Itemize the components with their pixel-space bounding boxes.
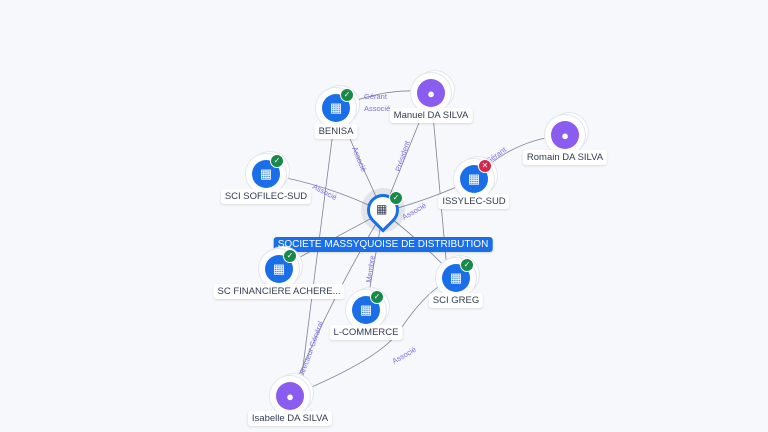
- edge-label: Président: [393, 139, 412, 173]
- node-label[interactable]: L-COMMERCE: [329, 325, 403, 340]
- node-label[interactable]: SCI GREG: [428, 293, 484, 308]
- node-greg[interactable]: ▦✓: [436, 258, 476, 298]
- node-label[interactable]: Isabelle DA SILVA: [247, 411, 333, 426]
- edge-label: Associé: [364, 104, 390, 113]
- check-icon: ✓: [340, 88, 354, 102]
- check-icon: ✓: [283, 249, 297, 263]
- building-icon: ▦: [376, 202, 388, 216]
- node-benisa[interactable]: ▦✓: [316, 88, 356, 128]
- node-sofilec[interactable]: ▦✓: [246, 154, 286, 194]
- central-node[interactable]: ▦ ✓: [360, 187, 406, 233]
- person-icon: ●: [276, 382, 304, 410]
- check-icon: ✓: [389, 191, 403, 205]
- person-icon: ●: [551, 121, 579, 149]
- central-node-label[interactable]: SOCIETE MASSYQUOISE DE DISTRIBUTION: [273, 237, 493, 252]
- node-label[interactable]: ISSYLEC-SUD: [438, 194, 510, 209]
- node-label[interactable]: Romain DA SILVA: [522, 150, 608, 165]
- edge-label: Gérant: [364, 92, 388, 101]
- node-romain[interactable]: ●: [545, 115, 585, 155]
- node-label[interactable]: BENISA: [314, 124, 358, 139]
- node-isabelle[interactable]: ●: [270, 376, 310, 416]
- edge-label: Associé: [391, 345, 418, 366]
- node-manuel[interactable]: ●: [411, 73, 451, 113]
- node-label[interactable]: Manuel DA SILVA: [389, 108, 473, 123]
- node-issylec[interactable]: ▦✕: [454, 159, 494, 199]
- edge-label: Associé: [350, 145, 368, 173]
- edge-label: Membre: [364, 255, 377, 284]
- person-icon: ●: [417, 79, 445, 107]
- edge-isabelle-central: [289, 211, 384, 397]
- node-label[interactable]: SCI SOFILEC-SUD: [220, 189, 312, 204]
- check-icon: ✓: [460, 258, 474, 272]
- check-icon: ✓: [270, 154, 284, 168]
- edge-label: Directeur Général: [296, 320, 325, 379]
- node-lcommerce[interactable]: ▦✓: [346, 290, 386, 330]
- check-icon: ✓: [370, 290, 384, 304]
- building-icon: ▦: [252, 160, 280, 188]
- node-label[interactable]: SC FINANCIERE ACHERE...: [213, 284, 345, 299]
- node-financiere[interactable]: ▦✓: [259, 249, 299, 289]
- close-icon: ✕: [478, 159, 492, 173]
